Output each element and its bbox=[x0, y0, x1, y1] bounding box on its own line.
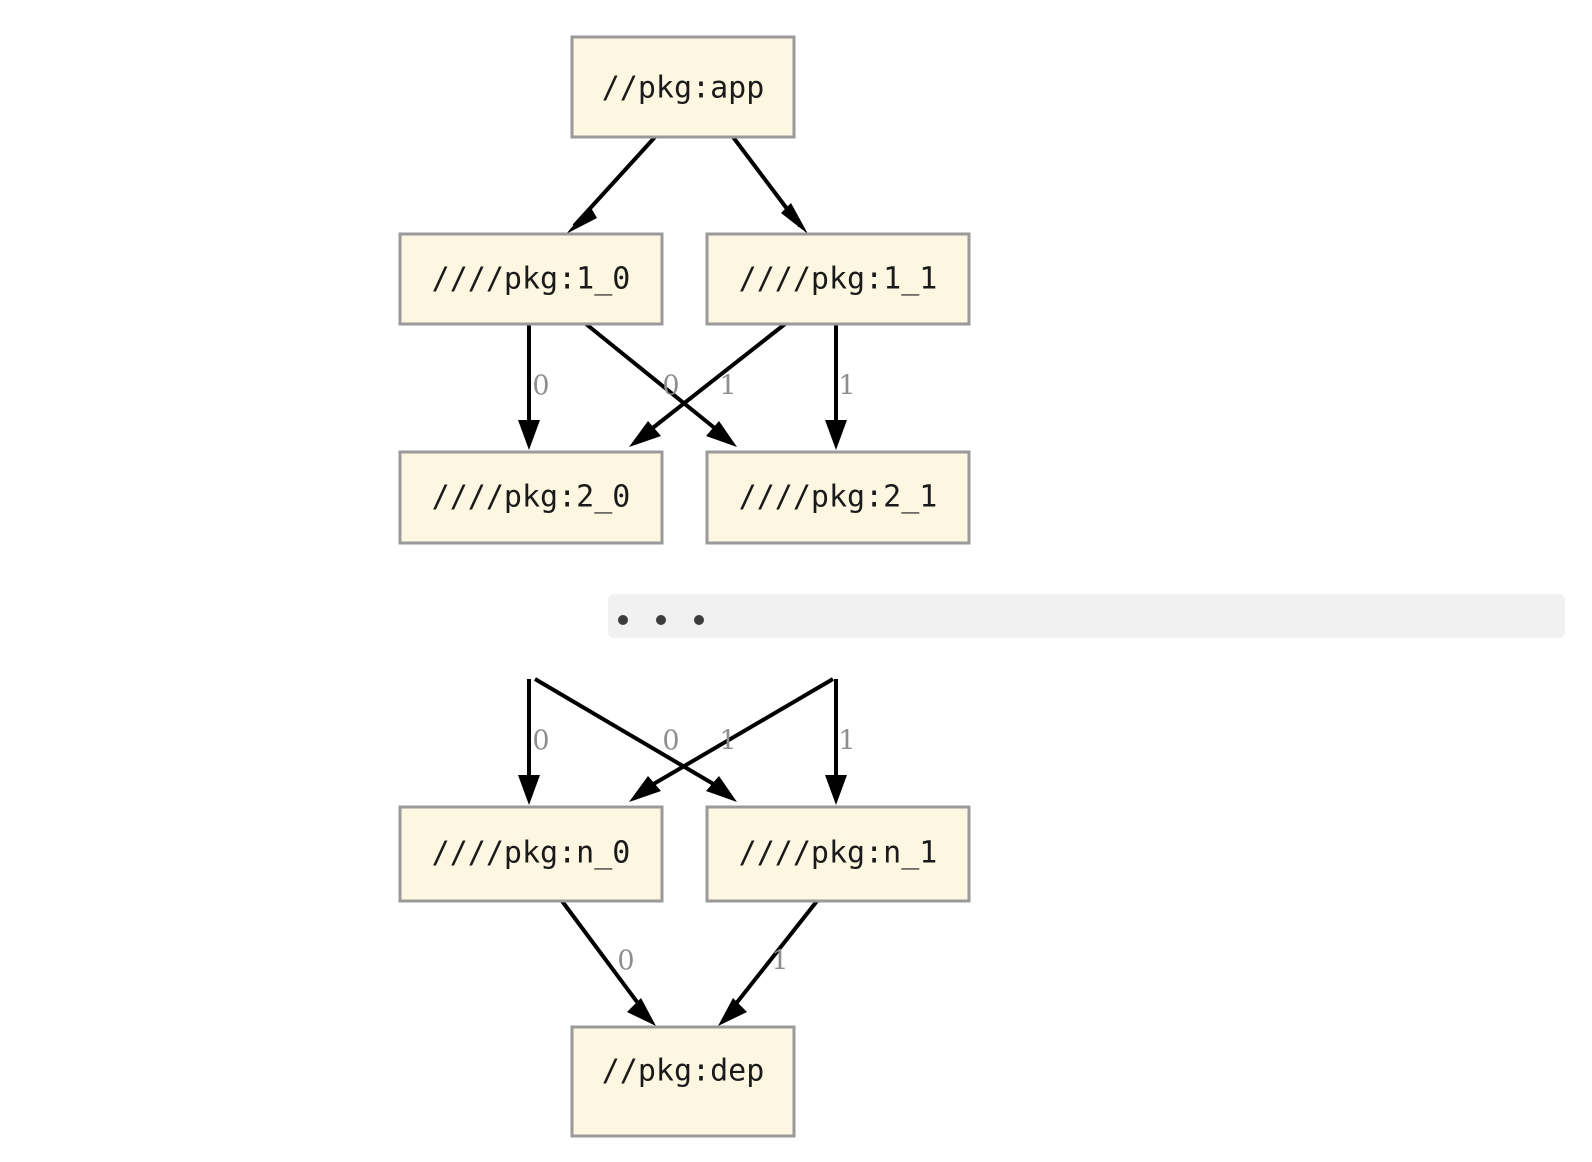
edge-1_0-to-2_1: 0 bbox=[584, 322, 737, 447]
edge-dangling-to-n_0: 0 bbox=[518, 679, 550, 805]
arrow-head-icon bbox=[825, 420, 847, 450]
edge-dangling-to-n_1: 0 bbox=[533, 677, 737, 802]
edge-line bbox=[533, 677, 724, 791]
ellipsis-dot bbox=[694, 615, 704, 625]
ellipsis-dot bbox=[656, 615, 666, 625]
edge-1_0-to-2_0: 0 bbox=[518, 324, 550, 450]
edge-line bbox=[584, 322, 724, 436]
edge-layer: 0 0 1 1 0 0 bbox=[518, 135, 856, 1026]
edge-line bbox=[643, 677, 835, 791]
arrow-head-icon bbox=[706, 776, 737, 802]
node-box[interactable] bbox=[398, 232, 664, 326]
node-box[interactable] bbox=[398, 450, 664, 545]
arrow-head-icon bbox=[706, 421, 737, 447]
ellipsis-dot bbox=[618, 615, 628, 625]
arrow-head-icon bbox=[825, 775, 847, 805]
edge-label: 1 bbox=[719, 371, 736, 402]
node-pkg-n_1[interactable]: ////pkg:n_1 bbox=[705, 805, 971, 903]
node-label: //pkg:dep bbox=[602, 1054, 765, 1089]
edge-n_0-to-dep: 0 bbox=[560, 899, 656, 1026]
arrow-head-icon bbox=[627, 998, 656, 1026]
node-label: ////pkg:1_0 bbox=[432, 262, 631, 297]
edge-app-to-1_0 bbox=[566, 135, 657, 234]
node-pkg-2_0[interactable]: ////pkg:2_0 bbox=[398, 450, 664, 545]
edge-line bbox=[643, 322, 787, 436]
node-label: ////pkg:n_0 bbox=[432, 836, 631, 871]
node-dep[interactable]: //pkg:dep bbox=[570, 1025, 796, 1138]
edge-label: 1 bbox=[719, 726, 736, 757]
node-pkg-n_0[interactable]: ////pkg:n_0 bbox=[398, 805, 664, 903]
edge-label: 0 bbox=[532, 371, 549, 402]
node-box[interactable] bbox=[398, 805, 664, 903]
node-label: //pkg:app bbox=[602, 71, 765, 106]
node-label: ////pkg:2_1 bbox=[739, 480, 938, 515]
edge-label: 0 bbox=[662, 726, 679, 757]
node-box[interactable] bbox=[705, 232, 971, 326]
edge-label: 0 bbox=[662, 371, 679, 402]
node-box[interactable] bbox=[705, 805, 971, 903]
ellipsis-band bbox=[608, 594, 1565, 638]
arrow-head-icon bbox=[781, 203, 808, 234]
node-box[interactable] bbox=[570, 1025, 796, 1138]
edge-1_1-to-2_1: 1 bbox=[825, 324, 856, 450]
node-label: ////pkg:1_1 bbox=[739, 262, 938, 297]
arrow-head-icon bbox=[518, 775, 540, 805]
node-box[interactable] bbox=[705, 450, 971, 545]
edge-label: 1 bbox=[838, 371, 855, 402]
arrow-head-icon bbox=[629, 421, 661, 447]
node-pkg-1_1[interactable]: ////pkg:1_1 bbox=[705, 232, 971, 326]
arrow-head-icon bbox=[718, 998, 747, 1026]
edge-line bbox=[560, 899, 645, 1012]
arrow-head-icon bbox=[629, 776, 661, 802]
edge-n_1-to-dep: 1 bbox=[718, 899, 819, 1026]
node-label: ////pkg:2_0 bbox=[432, 480, 631, 515]
edge-dangling2-to-n_1: 1 bbox=[825, 679, 856, 805]
node-pkg-2_1[interactable]: ////pkg:2_1 bbox=[705, 450, 971, 545]
edge-label: 0 bbox=[532, 726, 549, 757]
edge-app-to-1_1 bbox=[731, 135, 808, 234]
edge-label: 0 bbox=[617, 946, 634, 977]
edge-dangling2-to-n_0: 1 bbox=[629, 677, 835, 802]
node-app[interactable]: //pkg:app bbox=[570, 35, 796, 139]
edge-label: 1 bbox=[838, 726, 855, 757]
node-box[interactable] bbox=[570, 35, 796, 139]
edge-1_1-to-2_0: 1 bbox=[629, 322, 787, 447]
node-pkg-1_0[interactable]: ////pkg:1_0 bbox=[398, 232, 664, 326]
edge-line bbox=[729, 899, 819, 1012]
arrow-head-icon bbox=[566, 206, 597, 234]
arrow-head-icon bbox=[518, 420, 540, 450]
node-layer: //pkg:app ////pkg:1_0 ////pkg:1_1 ////pk… bbox=[398, 35, 971, 1138]
collapsed-section-ellipsis bbox=[608, 594, 1565, 638]
node-label: ////pkg:n_1 bbox=[739, 836, 938, 871]
edge-label: 1 bbox=[771, 946, 788, 977]
